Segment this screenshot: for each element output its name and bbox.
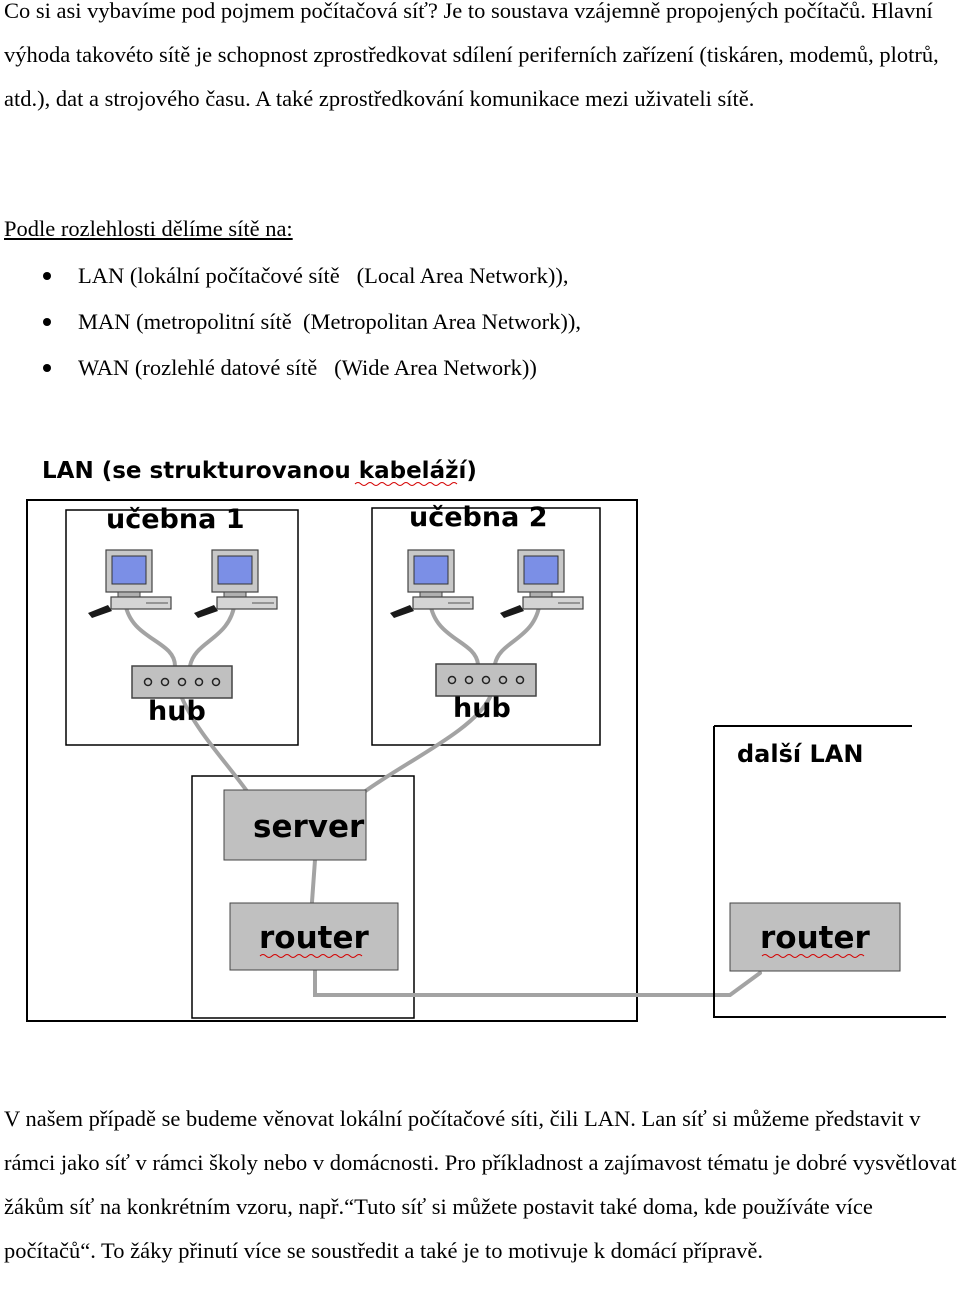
other-lan-label: další LAN <box>737 740 863 768</box>
other-lan-frame <box>713 725 946 1018</box>
lan-frame <box>26 499 638 1022</box>
classification-heading: Podle rozlehlosti dělíme sítě na: <box>4 216 293 241</box>
network-types-list: LAN (lokální počítačové sítě (Local Area… <box>0 253 581 391</box>
spellcheck-squiggle <box>761 954 865 958</box>
hub-2-label: hub <box>453 693 511 724</box>
bullet-icon <box>43 272 51 280</box>
list-item-lan: LAN (lokální počítačové sítě (Local Area… <box>0 253 581 299</box>
spellcheck-squiggle <box>354 482 458 486</box>
bullet-icon <box>43 364 51 372</box>
hub-1-label: hub <box>148 696 206 727</box>
room-1-label: učebna 1 <box>106 504 245 535</box>
outro-paragraph: V našem případě se budeme věnovat lokáln… <box>4 1106 957 1263</box>
router-2-box <box>729 902 901 972</box>
router-1-label: router <box>259 920 369 956</box>
lan-diagram: LAN (se strukturovanou kabeláží) učebna … <box>26 458 946 1022</box>
diagram-title: LAN (se strukturovanou kabeláží) <box>42 458 477 484</box>
intro-paragraph: Co si asi vybavíme pod pojmem počítačová… <box>4 0 939 111</box>
room-1-box <box>65 509 299 746</box>
list-item-wan: WAN (rozlehlé datové sítě (Wide Area Net… <box>0 345 581 391</box>
server-box <box>223 789 367 861</box>
spellcheck-squiggle <box>259 954 363 958</box>
server-label: server <box>253 809 365 845</box>
list-item-text: WAN (rozlehlé datové sítě (Wide Area Net… <box>78 355 537 380</box>
router-2-label: router <box>760 920 870 956</box>
bullet-icon <box>43 318 51 326</box>
list-item-text: LAN (lokální počítačové sítě (Local Area… <box>78 263 569 288</box>
list-item-man: MAN (metropolitní sítě (Metropolitan Are… <box>0 299 581 345</box>
room-2-label: učebna 2 <box>409 502 548 533</box>
hub-1-device-icon <box>131 665 233 699</box>
router-1-box <box>229 902 399 971</box>
hub-2-device-icon <box>435 663 537 697</box>
list-item-text: MAN (metropolitní sítě (Metropolitan Are… <box>78 309 582 334</box>
